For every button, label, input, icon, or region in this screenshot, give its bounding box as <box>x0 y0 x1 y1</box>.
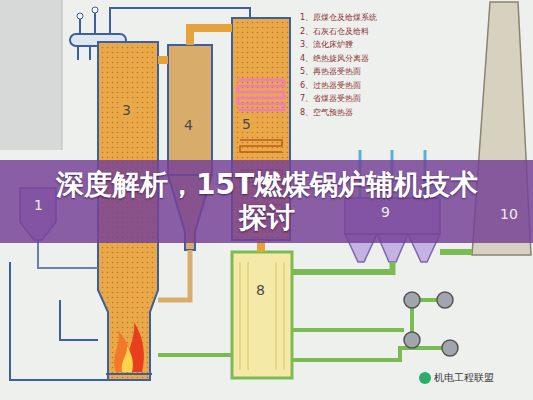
legend-text: 8、空气预热器 <box>300 108 353 117</box>
callout-number: 9 <box>379 204 392 220</box>
legend-entry: 8、空气预热器 <box>300 106 377 120</box>
air-preheater: 8 <box>232 252 292 378</box>
watermark: 机电工程联盟 <box>434 371 494 385</box>
callout-number: 10 <box>498 206 520 222</box>
watermark-icon <box>419 372 431 384</box>
flue-duct <box>190 28 232 45</box>
air-distributor <box>106 373 152 375</box>
chimney: 10 <box>472 2 532 255</box>
callout-number: 8 <box>254 282 267 298</box>
reheater-tubes <box>238 80 284 110</box>
legend-text: 4、绝热旋风分离器 <box>300 54 369 63</box>
title-banner-text: 深度解析，15T燃煤锅炉辅机技术探讨 <box>46 168 488 234</box>
legend-entry: 5、再热器受热面 <box>300 65 377 79</box>
legend-text: 6、过热器受热面 <box>300 81 361 90</box>
furnace: 3 <box>98 42 158 380</box>
cyclone-shape <box>168 45 212 175</box>
legend-entry: 2、石灰石仓及给料 <box>300 25 377 39</box>
callout-number: 4 <box>182 117 195 133</box>
flue-duct <box>158 250 190 300</box>
legend: 1、原煤仓及给煤系统 2、石灰石仓及给料 3、流化床炉膛 4、绝热旋风分离器 5、再热器… <box>300 11 377 119</box>
legend-entry: 4、绝热旋风分离器 <box>300 52 377 66</box>
wall-edge <box>62 0 63 150</box>
legend-entry: 1、原煤仓及给煤系统 <box>300 11 377 25</box>
callout-number: 1 <box>32 197 45 213</box>
callout-number: 3 <box>120 102 133 118</box>
water-pipe <box>10 262 108 380</box>
downcomer <box>78 46 90 60</box>
flue-duct <box>38 240 98 268</box>
air-preheater-shape <box>232 252 292 378</box>
cyclone-separator: 4 <box>168 45 212 250</box>
fan-symbol <box>404 332 420 348</box>
fan-symbol <box>404 292 420 308</box>
fan-symbol <box>442 340 458 356</box>
flue-duct <box>158 56 168 64</box>
callout-number: 5 <box>240 116 253 132</box>
flame <box>122 346 133 372</box>
flue-duct <box>292 262 393 272</box>
legend-text: 2、石灰石仓及给料 <box>300 27 369 36</box>
fan-symbol <box>437 292 453 308</box>
gauge-symbol <box>92 7 98 13</box>
coal-bin: 1 <box>20 188 56 240</box>
legend-entry: 3、流化床炉膛 <box>300 38 377 52</box>
legend-entry: 6、过热器受热面 <box>300 79 377 93</box>
gauge-symbol <box>77 13 83 19</box>
dust-collector: 9 <box>345 198 440 262</box>
flue-duct <box>440 249 472 255</box>
preheater-tubes <box>240 262 284 370</box>
legend-text: 7、省煤器受热面 <box>300 94 361 103</box>
air-pipe <box>158 300 442 360</box>
wall-panel <box>0 0 62 150</box>
legend-text: 3、流化床炉膛 <box>300 40 353 49</box>
legend-text: 1、原煤仓及给煤系统 <box>300 13 377 22</box>
legend-entry: 7、省煤器受热面 <box>300 92 377 106</box>
legend-text: 5、再热器受热面 <box>300 67 361 76</box>
